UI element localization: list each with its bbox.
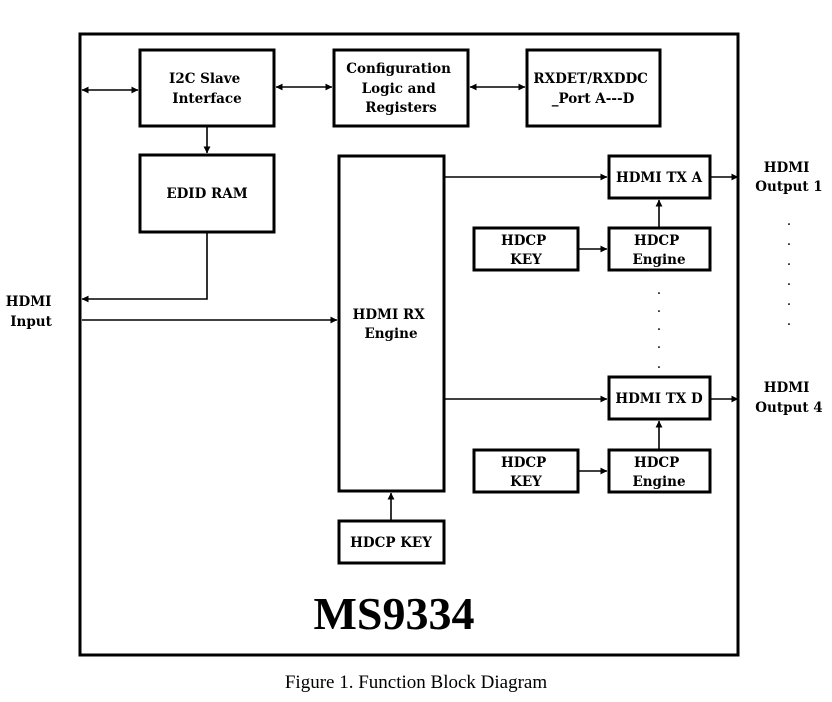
hdmi-tx-d-block xyxy=(607,375,712,421)
hdcp-key-d-label: HDCP KEY xyxy=(501,455,551,490)
svg-text:.: . xyxy=(657,300,661,316)
hdcp-key-rx-label: HDCP KEY xyxy=(350,535,432,551)
hdcp-key-a-block xyxy=(472,226,580,272)
edid-ram-block xyxy=(138,153,276,234)
hdmi-rx-engine-label: HDMI RX Engine xyxy=(353,307,430,342)
svg-text:.: . xyxy=(657,356,661,372)
svg-text:.: . xyxy=(787,213,791,229)
hdmi-output-4-label: HDMI Output 4 xyxy=(755,380,822,416)
hdcp-key-a-label: HDCP KEY xyxy=(501,233,551,268)
svg-text:.: . xyxy=(787,293,791,309)
i2c-slave-interface-block xyxy=(138,48,276,128)
hdmi-rx-engine-block xyxy=(337,154,446,493)
svg-text:.: . xyxy=(787,233,791,249)
hdmi-input-label: HDMI Input xyxy=(6,294,56,330)
edid-output-arrow xyxy=(81,233,208,303)
rxdet-rxddc-label: RXDET/RXDDC _Port A---D xyxy=(533,71,652,107)
svg-text:.: . xyxy=(657,282,661,298)
svg-text:.: . xyxy=(787,313,791,329)
svg-text:.: . xyxy=(657,318,661,334)
hdcp-engine-d-block xyxy=(607,448,712,494)
hdcp-key-rx-block xyxy=(337,519,446,565)
edid-ram-label: EDID RAM xyxy=(166,186,247,202)
configuration-logic-block xyxy=(332,48,470,128)
chip-outline xyxy=(78,32,740,657)
svg-text:.: . xyxy=(657,336,661,352)
rxdet-rxddc-block xyxy=(525,48,662,128)
hdcp-engine-a-block xyxy=(607,226,712,272)
i2c-slave-interface-label: I2C Slave Interface xyxy=(169,71,245,107)
output-ellipsis-dots: . . . . . . xyxy=(787,213,791,329)
hdmi-output-1-label: HDMI Output 1 xyxy=(755,160,822,195)
hdcp-key-d-block xyxy=(472,448,580,494)
hdmi-tx-a-label: HDMI TX A xyxy=(616,170,703,186)
figure-caption: Figure 1. Function Block Diagram xyxy=(284,672,548,693)
configuration-logic-label: Configuration Logic and Registers xyxy=(346,61,455,116)
svg-text:.: . xyxy=(787,253,791,269)
hdmi-tx-d-label: HDMI TX D xyxy=(615,391,703,407)
hdcp-engine-d-label: HDCP Engine xyxy=(632,455,685,490)
svg-text:.: . xyxy=(787,273,791,289)
hdmi-tx-a-block xyxy=(607,154,712,200)
tx-ellipsis-dots: . . . . . xyxy=(657,282,661,372)
hdcp-engine-a-label: HDCP Engine xyxy=(632,233,685,268)
chip-name-title: MS9334 xyxy=(314,588,475,639)
